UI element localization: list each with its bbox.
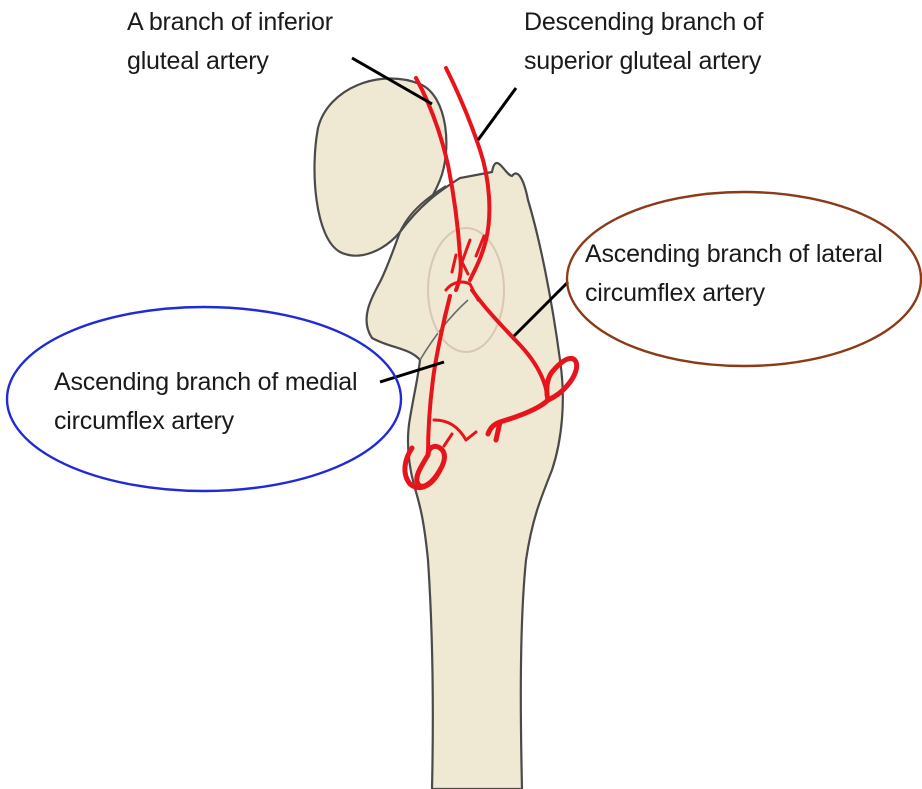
label-medial-line-2: circumflex artery bbox=[54, 402, 357, 441]
label-medial-line-1: Ascending branch of medial bbox=[54, 363, 357, 402]
label-lateral-line-1: Ascending branch of lateral bbox=[585, 235, 883, 274]
label-superior-line-1: Descending branch of bbox=[524, 3, 763, 42]
label-medial-circumflex-artery: Ascending branch of medial circumflex ar… bbox=[54, 363, 357, 441]
label-inferior-line-2: gluteal artery bbox=[127, 42, 333, 81]
label-lateral-line-2: circumflex artery bbox=[585, 274, 883, 313]
leader-superior-gluteal bbox=[478, 88, 516, 140]
label-superior-line-2: superior gluteal artery bbox=[524, 42, 763, 81]
label-lateral-circumflex-artery: Ascending branch of lateral circumflex a… bbox=[585, 235, 883, 313]
label-inferior-gluteal-artery: A branch of inferior gluteal artery bbox=[127, 3, 333, 81]
label-inferior-line-1: A branch of inferior bbox=[127, 3, 333, 42]
label-superior-gluteal-artery: Descending branch of superior gluteal ar… bbox=[524, 3, 763, 81]
